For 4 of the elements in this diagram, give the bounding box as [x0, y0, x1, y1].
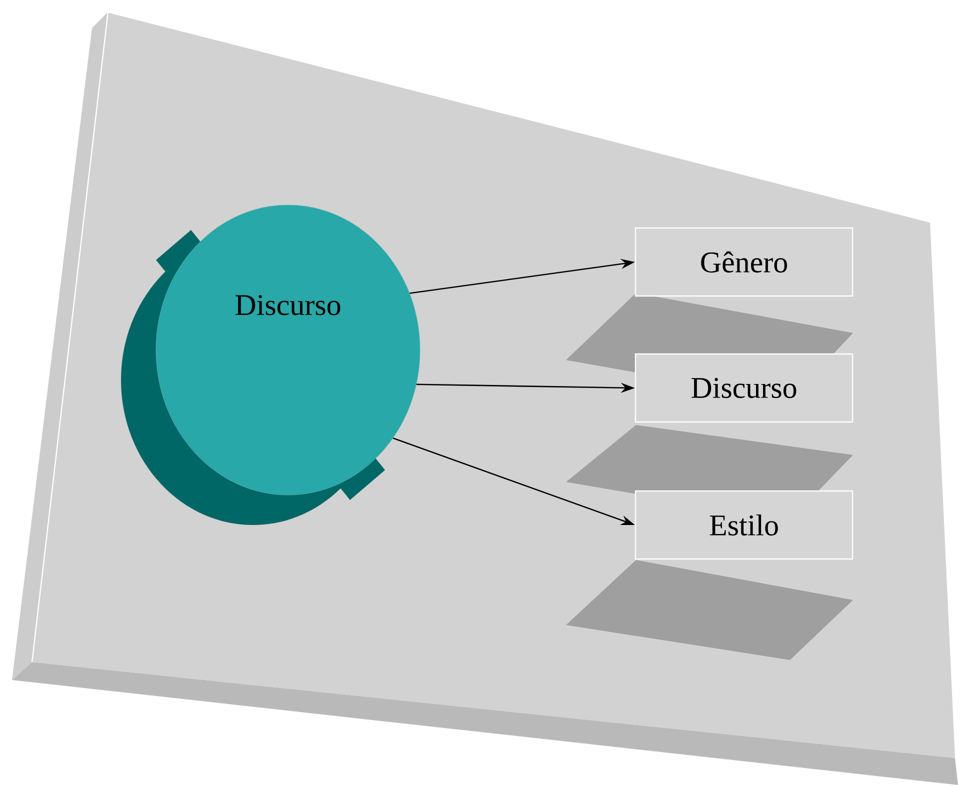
block-box: Gênero — [634, 227, 854, 297]
block-box: Estilo — [634, 490, 854, 560]
cylinder-node: Discurso — [156, 204, 420, 496]
block-box: Discurso — [634, 353, 854, 423]
